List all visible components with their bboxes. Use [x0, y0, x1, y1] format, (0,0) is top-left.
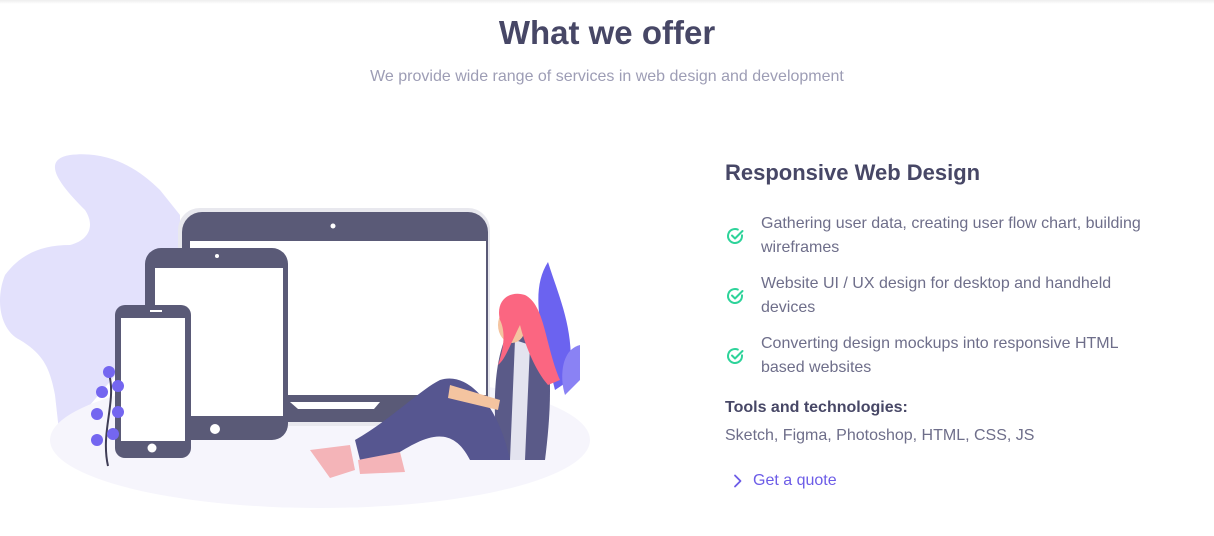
tools-heading: Tools and technologies: [725, 399, 908, 416]
feature-text: Converting design mockups into responsiv… [761, 335, 1118, 376]
background-blob [0, 154, 180, 441]
plant-right-icon [538, 262, 580, 395]
feature-item: Website UI / UX design for desktop and h… [725, 272, 1145, 320]
check-circle-icon [727, 288, 744, 304]
woman-figure [310, 293, 560, 478]
feature-text: Website UI / UX design for desktop and h… [761, 275, 1112, 316]
feature-item: Converting design mockups into responsiv… [725, 332, 1145, 380]
check-circle-icon [727, 228, 744, 244]
get-quote-link[interactable]: Get a quote [725, 472, 1145, 490]
devices-illustration [0, 154, 590, 508]
top-divider [0, 0, 1214, 4]
phone-icon [115, 305, 191, 458]
chevron-right-icon [734, 474, 742, 488]
tools-list: Sketch, Figma, Photoshop, HTML, CSS, JS [725, 427, 1035, 444]
check-circle-icon [727, 348, 744, 364]
plant-left-icon [91, 366, 124, 467]
page-subtitle: We provide wide range of services in web… [370, 68, 844, 85]
feature-text: Gathering user data, creating user flow … [761, 215, 1141, 256]
page-title: What we offer [498, 14, 716, 51]
get-quote-label: Get a quote [753, 472, 837, 489]
feature-list: Gathering user data, creating user flow … [725, 212, 1145, 380]
service-title: Responsive Web Design [725, 160, 981, 185]
feature-item: Gathering user data, creating user flow … [725, 212, 1145, 260]
service-panel: Responsive Web Design Gathering user dat… [725, 158, 1145, 490]
